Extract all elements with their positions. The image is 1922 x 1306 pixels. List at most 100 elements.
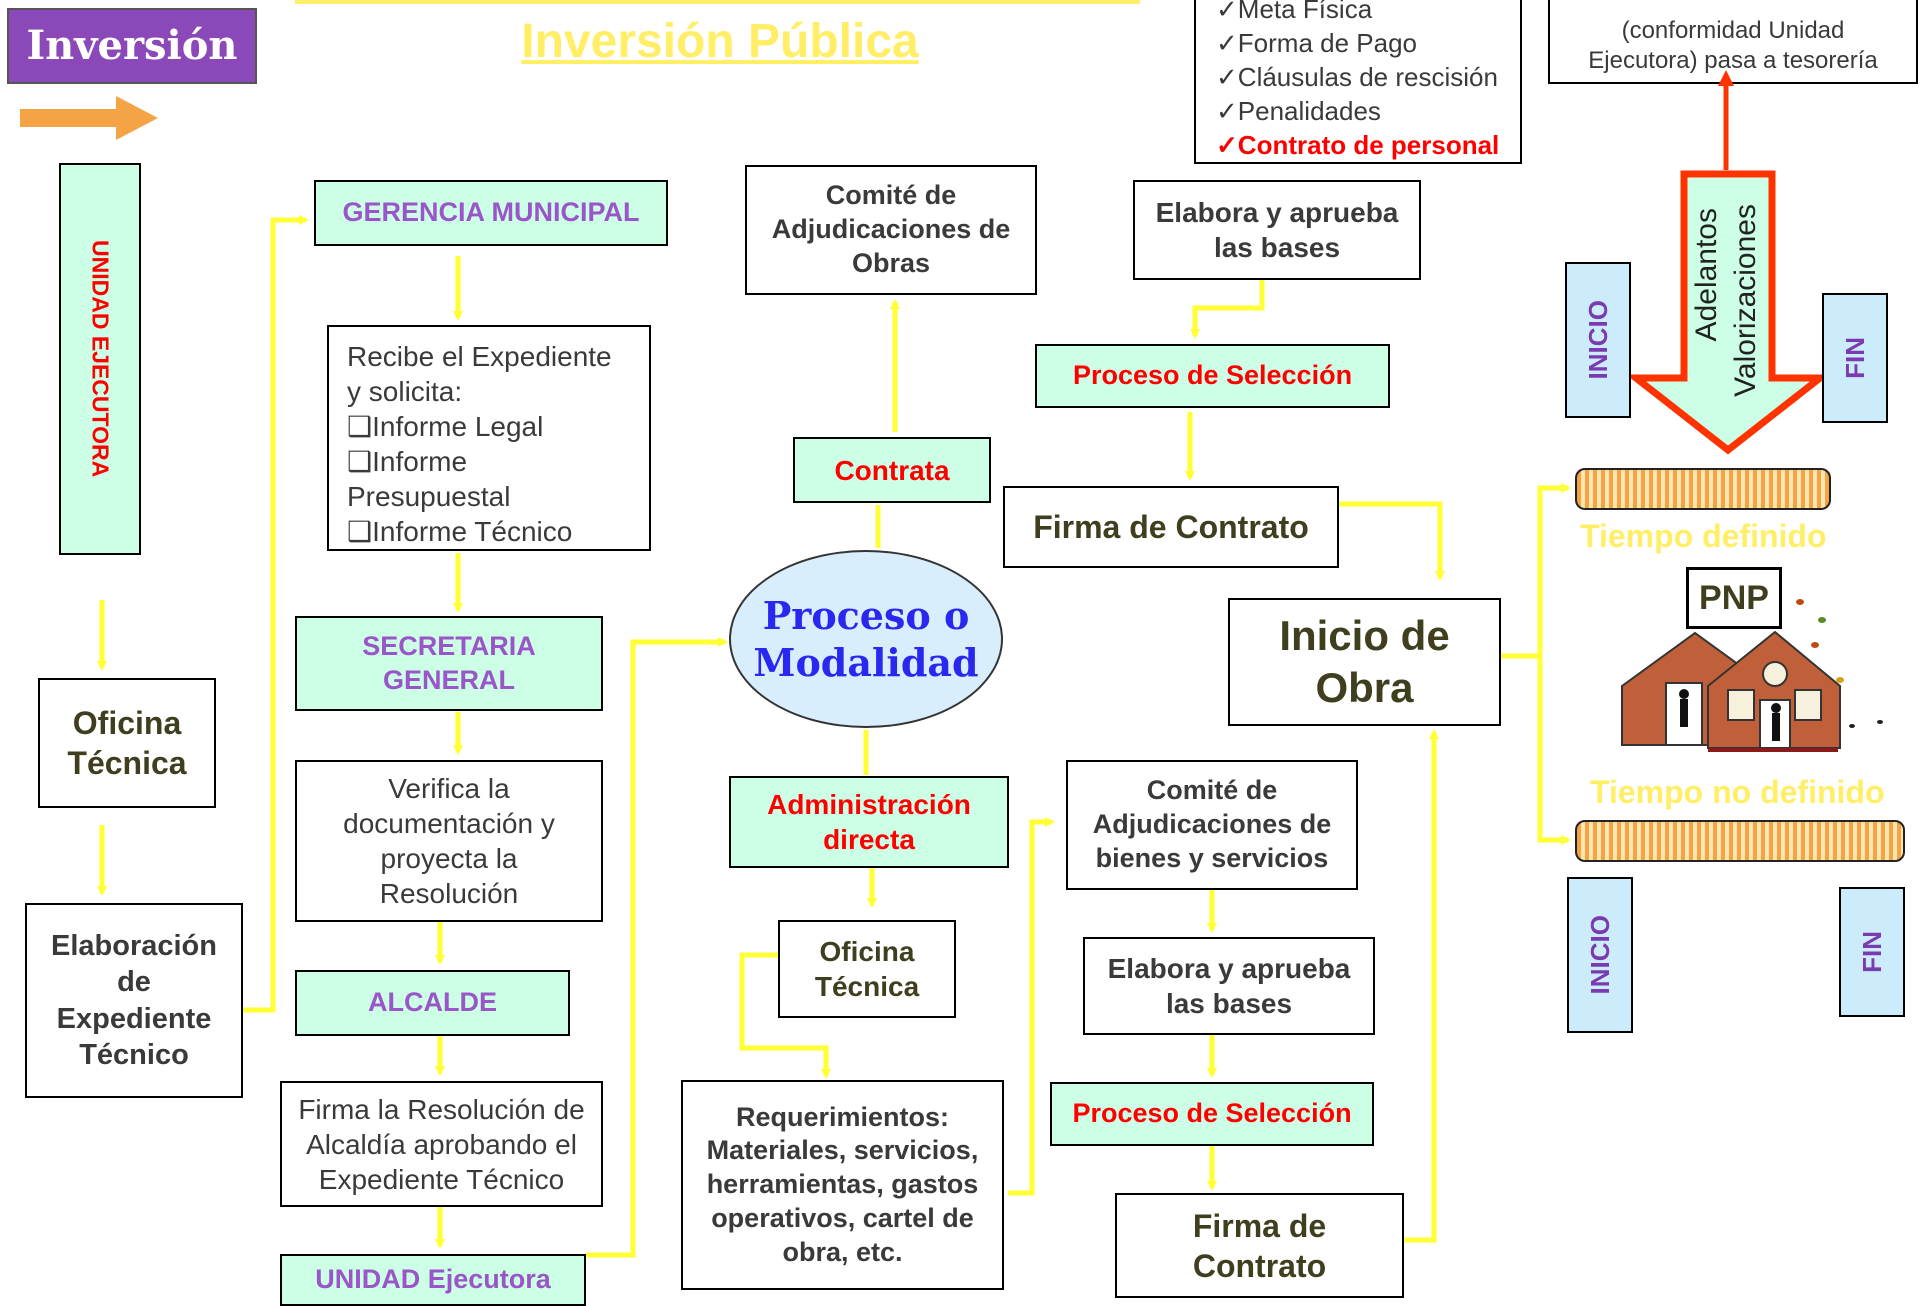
fin-bottom-text: FIN: [1856, 931, 1887, 973]
recibe-item-tecnico: Informe Técnico: [372, 516, 573, 547]
contract-checklist: ✓Meta Física✓Forma de Pago✓Cláusulas de …: [1194, 0, 1522, 164]
connector-elab-gerencia: [243, 215, 309, 1013]
inversion-label: Inversión: [7, 8, 257, 84]
verifica-text: Verifica la documentación y proyecta la …: [343, 773, 555, 909]
inicio-de-obra: Inicio de Obra: [1228, 598, 1501, 726]
checklist-item: ✓Cláusulas de rescisión: [1216, 60, 1499, 94]
checkmark-icon: ✓: [1216, 62, 1238, 92]
connector-req-comite: [1008, 817, 1055, 1196]
connector-unidad-proceso: [586, 637, 728, 1258]
inversion-label-text: Inversión: [26, 22, 238, 69]
checklist-item: ✓Meta Física: [1216, 0, 1499, 26]
secretaria-general: SECRETARIA GENERAL: [295, 616, 603, 711]
tiempo-definido-bar: [1575, 468, 1831, 510]
conformidad-box: (conformidad Unidad Ejecutora) pasa a te…: [1548, 0, 1918, 84]
firma-contrato-admin: Firma de Contrato: [1115, 1193, 1404, 1298]
elabora-bases-admin-text: Elabora y aprueba las bases: [1107, 953, 1351, 1019]
oficina-tecnica-center-text: Oficina Técnica: [814, 936, 920, 1002]
checklist-item: ✓Forma de Pago: [1216, 26, 1499, 60]
fin-box-bottom: FIN: [1839, 887, 1905, 1017]
pnp-label: PNP: [1686, 567, 1782, 629]
tiempo-definido-label: Tiempo definido: [1580, 518, 1910, 555]
comite-bienes-text: Comité de Adjudicaciones de bienes y ser…: [1092, 775, 1332, 873]
comite-bienes-servicios: Comité de Adjudicaciones de bienes y ser…: [1066, 760, 1358, 890]
firma-contrato-contrata: Firma de Contrato: [1003, 486, 1339, 568]
connector-inicio-nodefinido: [1537, 656, 1571, 845]
checkmark-icon: ✓: [1216, 0, 1238, 24]
checklist-item-text: Meta Física: [1237, 0, 1373, 24]
tiempo-no-definido-bar: [1575, 820, 1905, 862]
checklist-item-text: Cláusulas de rescisión: [1237, 62, 1498, 92]
checkmark-icon: ✓: [1216, 130, 1238, 160]
unidad-ejecutora-bottom: UNIDAD Ejecutora: [280, 1254, 586, 1306]
proceso-seleccion-admin: Proceso de Selección: [1050, 1082, 1374, 1146]
recibe-intro: Recibe el Expediente y solicita:: [347, 341, 612, 407]
firma-contrato-admin-text: Firma de Contrato: [1192, 1207, 1327, 1284]
proceso-seleccion-contrata-text: Proceso de Selección: [1072, 360, 1353, 391]
valorizaciones-text: Valorizaciones: [1729, 203, 1762, 397]
elabora-bases-admin: Elabora y aprueba las bases: [1083, 937, 1375, 1035]
administracion-text: Administración directa: [767, 789, 971, 855]
tiempo-definido-text: Tiempo definido: [1580, 518, 1827, 554]
firma-contrato-contrata-text: Firma de Contrato: [1033, 509, 1309, 545]
recibe-item: ❑Informe Técnico: [347, 516, 573, 547]
elaboracion-text: Elaboración de Expediente Técnico: [51, 930, 217, 1071]
oficina-tecnica-center: Oficina Técnica: [778, 920, 956, 1018]
proceso-seleccion-admin-text: Proceso de Selección: [1072, 1098, 1352, 1129]
checklist-item: ✓Penalidades: [1216, 94, 1499, 128]
alcalde: ALCALDE: [295, 970, 570, 1036]
gerencia-text: GERENCIA MUNICIPAL: [342, 197, 640, 228]
tiempo-no-definido-label: Tiempo no definido: [1590, 774, 1920, 811]
requerimientos-text: Requerimientos: Materiales, servicios, h…: [706, 1101, 979, 1267]
contrata: Contrata: [793, 437, 991, 503]
checklist-item-text: Contrato de personal: [1237, 130, 1500, 160]
alcalde-text: ALCALDE: [368, 987, 497, 1018]
contrata-text: Contrata: [834, 454, 950, 486]
elabora-bases-contrata-text: Elabora y aprueba las bases: [1155, 197, 1399, 263]
inicio-box-bottom: INICIO: [1567, 877, 1633, 1033]
fin-top-text: FIN: [1839, 337, 1870, 379]
recibe-item: ❑Informe Legal: [347, 411, 544, 442]
inicio-de-obra-text: Inicio de Obra: [1279, 611, 1450, 712]
administracion-directa: Administración directa: [729, 776, 1009, 868]
checklist-list: ✓Meta Física✓Forma de Pago✓Cláusulas de …: [1216, 0, 1499, 162]
firma-resolucion: Firma la Resolución de Alcaldía aproband…: [280, 1081, 603, 1207]
unidad-ejecutora-vertical: UNIDAD EJECUTORA: [59, 163, 141, 555]
oficina-tecnica-left: Oficina Técnica: [38, 678, 216, 808]
recibe-content: Recibe el Expediente y solicita: ❑Inform…: [347, 339, 631, 549]
connector-firma2-inicio: [1404, 729, 1439, 1243]
checklist-item-text: Forma de Pago: [1237, 28, 1418, 58]
connector-oficina-req: [739, 952, 831, 1079]
checkmark-icon: ✓: [1216, 96, 1238, 126]
proceso-seleccion-contrata: Proceso de Selección: [1035, 344, 1390, 408]
page-title: Inversión Pública: [520, 14, 920, 69]
recibe-expediente: Recibe el Expediente y solicita: ❑Inform…: [327, 325, 651, 551]
adelantos-text: Adelantos: [1690, 208, 1723, 342]
proceso-modalidad-ellipse: Proceso o Modalidad: [729, 550, 1003, 728]
pnp-text: PNP: [1699, 578, 1769, 617]
fin-box-top: FIN: [1822, 293, 1888, 423]
firma-resolucion-text: Firma la Resolución de Alcaldía aproband…: [298, 1093, 585, 1195]
checkmark-icon: ✓: [1216, 28, 1238, 58]
oficina-tecnica-left-text: Oficina Técnica: [67, 705, 187, 781]
verifica-documentacion: Verifica la documentación y proyecta la …: [295, 760, 603, 922]
secretaria-text: SECRETARIA GENERAL: [362, 630, 536, 695]
recibe-item: ❑Informe Presupuestal: [347, 446, 511, 512]
connector-firma-inicio: [1339, 501, 1445, 581]
valorizaciones-label: Valorizaciones: [1724, 180, 1768, 420]
proceso-modalidad-text: Proceso o Modalidad: [753, 592, 979, 686]
page-title-text: Inversión Pública: [521, 15, 919, 68]
inicio-box-top: INICIO: [1565, 262, 1631, 418]
conformidad-text: (conformidad Unidad Ejecutora) pasa a te…: [1588, 17, 1878, 74]
checklist-item: ✓Contrato de personal: [1216, 128, 1499, 162]
elabora-bases-contrata: Elabora y aprueba las bases: [1133, 180, 1421, 280]
gerencia-municipal: GERENCIA MUNICIPAL: [314, 180, 668, 246]
elaboracion-expediente: Elaboración de Expediente Técnico: [25, 903, 243, 1098]
unidad-ejecutora-bottom-text: UNIDAD Ejecutora: [315, 1264, 551, 1295]
checklist-item-text: Penalidades: [1237, 96, 1381, 126]
unidad-ejecutora-text: UNIDAD EJECUTORA: [87, 240, 114, 478]
adelantos-label: Adelantos: [1685, 180, 1729, 370]
tiempo-no-definido-text: Tiempo no definido: [1590, 774, 1885, 810]
inicio-bottom-text: INICIO: [1584, 915, 1615, 995]
recibe-item-presupuestal: Informe Presupuestal: [347, 446, 511, 512]
